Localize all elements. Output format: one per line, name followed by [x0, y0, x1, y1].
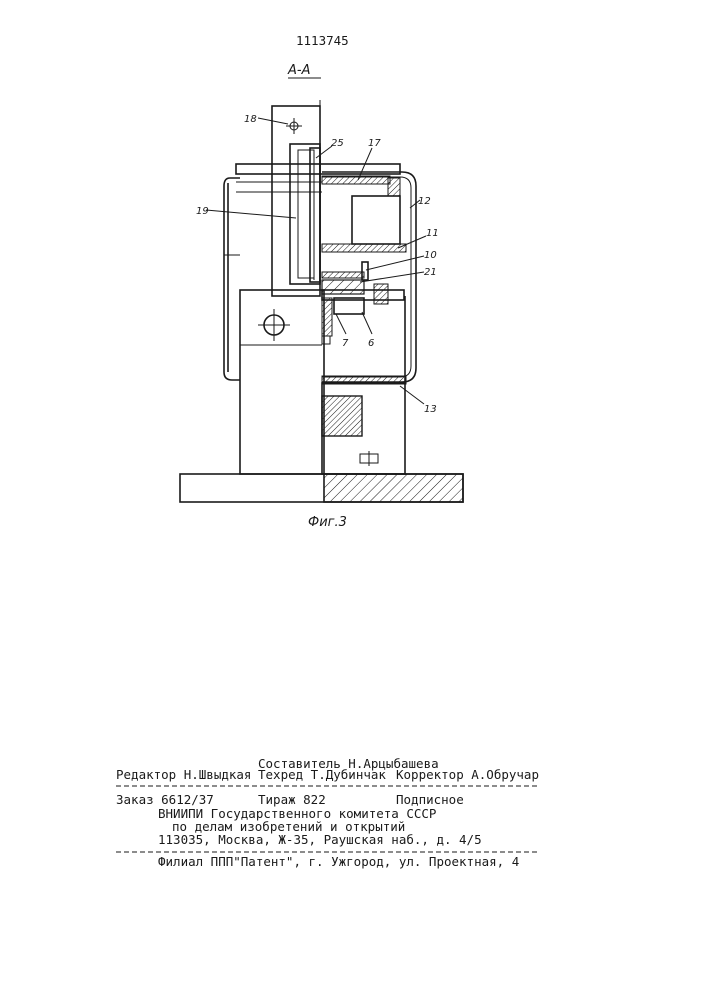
plate-11 [322, 244, 406, 252]
leader-21 [360, 272, 424, 282]
callout-19: 19 [196, 206, 209, 217]
colophon-circulation: Тираж 822 [258, 792, 326, 807]
callout-6: 6 [368, 338, 374, 349]
disc-inner [298, 150, 314, 278]
callout-25: 25 [331, 138, 344, 149]
leader-18 [258, 118, 288, 124]
inner-box [352, 196, 400, 244]
leader-11 [398, 236, 426, 248]
block-section [322, 396, 362, 436]
callout-10: 10 [424, 250, 437, 261]
patent-number: 1113745 [296, 33, 349, 48]
colophon-order: Заказ 6612/37 [116, 792, 214, 807]
disc-19 [290, 144, 320, 284]
callout-18: 18 [244, 114, 257, 125]
leader-6 [362, 312, 372, 334]
colophon-subscription: Подписное [396, 792, 464, 807]
callout-12: 12 [418, 196, 431, 207]
callout-13: 13 [424, 404, 437, 415]
support-7 [322, 298, 332, 336]
corner-block [388, 178, 400, 196]
colophon-techred: Техред Т.Дубинчак [258, 767, 386, 782]
arm-18 [272, 106, 320, 296]
colophon-branch: Филиал ППП"Патент", г. Ужгород, ул. Прое… [158, 854, 519, 869]
plate-13 [322, 376, 406, 384]
base-plate-section [324, 474, 463, 502]
callout-17: 17 [368, 138, 381, 149]
callout-11: 11 [426, 228, 439, 239]
pedestal-left [240, 290, 324, 474]
section-label: А-А [287, 63, 310, 78]
leader-13 [400, 386, 424, 404]
colophon: Составитель Н.Арцыбашева Редактор Н.Швыд… [116, 756, 540, 869]
figure-caption: Фиг.3 [308, 515, 347, 530]
callout-7: 7 [342, 338, 349, 349]
housing-left [224, 178, 240, 380]
blade-25 [310, 148, 320, 282]
pad-21 [322, 280, 364, 294]
leader-7 [336, 314, 346, 334]
strip-10 [322, 272, 364, 278]
plate-17 [322, 176, 390, 184]
leader-19 [206, 210, 296, 218]
technical-drawing: 18 25 17 12 19 11 10 21 7 6 13 [180, 100, 463, 502]
colophon-editor: Редактор Н.Швыдкая [116, 767, 251, 782]
colophon-address: 113035, Москва, Ж-35, Раушская наб., д. … [158, 832, 482, 847]
clamp-screw [374, 284, 388, 304]
callout-21: 21 [424, 267, 437, 278]
colophon-corrector: Корректор А.Обручар [396, 767, 539, 782]
